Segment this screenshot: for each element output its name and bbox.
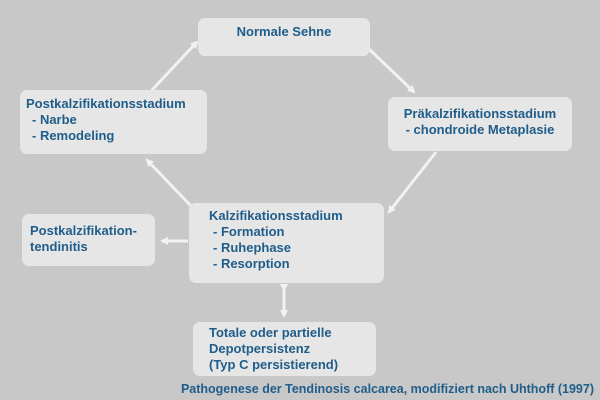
- node-precalcification-stage: Präkalzifikationsstadium - chondroide Me…: [388, 97, 572, 151]
- node-title: Kalzifikationsstadium: [209, 208, 343, 223]
- node-postcalcification-stage: Postkalzifikationsstadium - Narbe - Remo…: [20, 90, 207, 154]
- node-depot-persistence: Totale oder partielle Depotpersistenz (T…: [193, 322, 376, 376]
- node-item: - Narbe: [32, 112, 77, 127]
- arrow-praekalz-to-kalz: [387, 151, 438, 214]
- node-item: - Remodeling: [32, 128, 115, 143]
- node-item: - Formation: [213, 224, 285, 239]
- node-postcalcification-tendinitis: Postkalzifikation- tendinitis: [22, 214, 155, 266]
- node-normal-tendon: Normale Sehne: [198, 18, 370, 56]
- figure-caption: Pathogenese der Tendinosis calcarea, mod…: [180, 382, 594, 396]
- node-item: - chondroide Metaplasie: [405, 122, 555, 137]
- node-item: - Ruhephase: [213, 240, 292, 255]
- node-title: Normale Sehne: [236, 24, 332, 39]
- node-line: Depotpersistenz: [209, 341, 311, 356]
- node-line: Postkalzifikation-: [30, 223, 137, 238]
- arrow-postkalz-to-normal: [150, 40, 199, 92]
- node-calcification-stage: Kalzifikationsstadium - Formation - Ruhe…: [189, 203, 384, 283]
- arrow-normal-to-praekalz: [366, 46, 416, 94]
- node-title: Präkalzifikationsstadium: [403, 106, 557, 121]
- node-line: (Typ C persistierend): [209, 357, 339, 372]
- node-title: Postkalzifikationsstadium: [26, 96, 186, 111]
- node-line: tendinitis: [30, 239, 88, 254]
- arrow-kalz-to-postkalz: [145, 158, 193, 208]
- node-item: - Resorption: [213, 256, 290, 271]
- node-line: Totale oder partielle: [209, 325, 332, 340]
